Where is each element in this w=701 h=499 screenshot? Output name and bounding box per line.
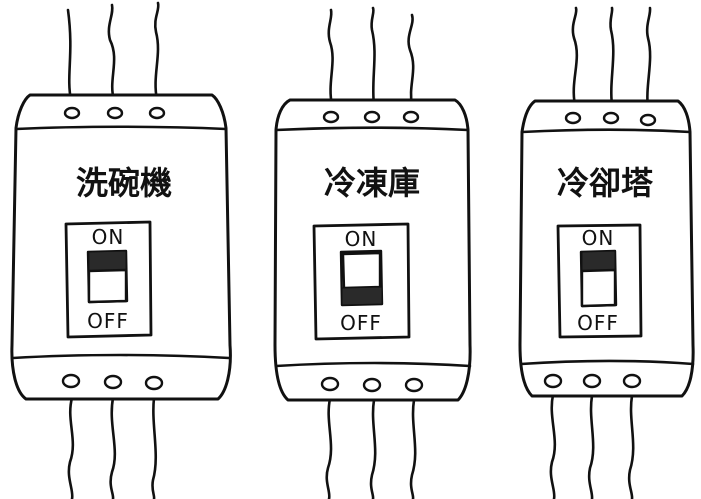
wire-bottom-3: [409, 398, 417, 499]
wire-bottom-1: [549, 393, 557, 499]
top-screw-hole: [106, 106, 124, 120]
top-screw-hole: [639, 113, 657, 127]
top-screw-hole: [564, 111, 582, 125]
breaker-cooling-tower: 冷卻塔 ON OFF: [518, 6, 695, 499]
wire-bottom-2: [587, 394, 595, 499]
wire-top-2: [107, 3, 116, 102]
bottom-screw-hole: [622, 373, 642, 389]
top-screw-hole: [602, 111, 620, 125]
switch-lever-on[interactable]: [581, 250, 616, 272]
top-screw-hole: [322, 110, 340, 124]
top-screw-hole: [402, 110, 420, 124]
wire-bottom-1: [67, 396, 75, 499]
top-screw-hole: [148, 106, 166, 120]
bottom-screw-hole: [543, 373, 563, 389]
on-label: ON: [345, 227, 378, 251]
breaker-name-label: 洗碗機: [76, 164, 172, 202]
switch-lever-off[interactable]: [341, 286, 383, 306]
off-label: OFF: [87, 309, 129, 333]
wire-bottom-1: [325, 397, 333, 499]
top-screw-hole: [363, 110, 381, 124]
wire-top-3: [407, 13, 415, 107]
breaker-name-label: 冷卻塔: [557, 164, 654, 202]
switch-lever-body[interactable]: [87, 268, 128, 304]
breaker-freezer: 冷凍庫 ON OFF: [273, 6, 472, 499]
wire-top-2: [370, 6, 376, 107]
on-label: ON: [92, 225, 125, 249]
bottom-band-line: [519, 359, 695, 366]
off-label: OFF: [577, 311, 619, 335]
top-screw-hole: [63, 106, 81, 120]
switch-lever-body[interactable]: [341, 251, 382, 290]
off-label: OFF: [340, 311, 382, 335]
wire-bottom-3: [627, 394, 635, 499]
on-label: ON: [582, 226, 615, 250]
bottom-screw-hole: [362, 377, 382, 393]
wire-top-1: [571, 6, 579, 107]
switch-lever-on[interactable]: [88, 250, 127, 272]
wire-bottom-2: [369, 398, 377, 499]
bottom-screw-hole: [144, 375, 164, 391]
bottom-band-line: [274, 361, 472, 368]
breaker-name-label: 冷凍庫: [324, 164, 420, 202]
wire-top-1: [327, 8, 334, 107]
wire-bottom-2: [109, 396, 117, 499]
bottom-screw-hole: [320, 376, 340, 392]
wire-bottom-3: [151, 396, 158, 499]
bottom-screw-hole: [582, 373, 602, 389]
bottom-screw-hole: [404, 377, 424, 393]
switch-lever-body[interactable]: [580, 268, 617, 308]
wire-top-3: [645, 6, 652, 110]
bottom-screw-hole: [103, 374, 123, 390]
wire-top-1: [66, 8, 73, 102]
bottom-screw-hole: [61, 373, 81, 389]
bottom-band-line: [11, 353, 231, 360]
top-band-line: [274, 126, 470, 132]
wire-top-3: [154, 1, 160, 102]
wire-top-2: [609, 6, 615, 107]
breaker-dishwasher: 洗碗機 ON OFF: [10, 1, 232, 499]
top-band-line: [520, 128, 692, 134]
top-band-line: [14, 125, 228, 131]
